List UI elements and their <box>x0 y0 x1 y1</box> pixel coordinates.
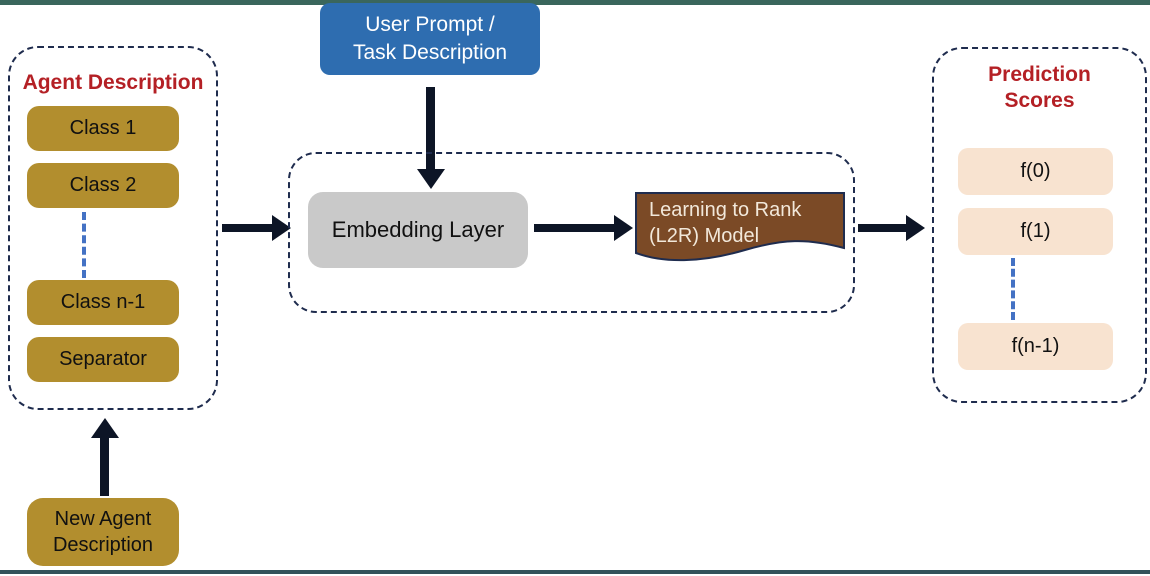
l2r-model-label: Learning to Rank (L2R) Model <box>635 197 845 249</box>
agent-description-title: Agent Description <box>22 71 204 94</box>
up-arrow-head <box>91 418 119 438</box>
score-fn-1-box: f(n-1) <box>958 323 1113 370</box>
l2r-model-line1: Learning to Rank <box>649 199 802 221</box>
right-ellipsis-connector <box>1011 258 1015 320</box>
prediction-scores-title: Prediction Scores <box>932 62 1147 115</box>
class-2-box: Class 2 <box>27 163 179 208</box>
score-f1-label: f(1) <box>1020 220 1051 242</box>
l2r-model-line2: (L2R) Model <box>649 225 760 247</box>
prediction-title-line2: Scores <box>1004 89 1075 113</box>
user-prompt-line1: User Prompt / <box>365 12 495 36</box>
left-ellipsis-connector <box>82 212 86 278</box>
new-agent-line1: New Agent <box>54 508 152 530</box>
user-prompt-line2: Task Description <box>352 41 508 64</box>
score-f1-box: f(1) <box>958 208 1113 255</box>
class-1-box: Class 1 <box>27 106 179 151</box>
score-f0-box: f(0) <box>958 148 1113 195</box>
class-2-label: Class 2 <box>69 174 137 196</box>
separator-box: Separator <box>27 337 179 382</box>
arrow-embedding-to-model-shaft <box>534 224 616 232</box>
user-prompt-box: User Prompt / Task Description <box>320 3 540 75</box>
bottom-border-bar <box>0 570 1150 574</box>
top-border-bar <box>0 0 1150 5</box>
l2r-model-shape-path <box>635 192 845 262</box>
separator-label: Separator <box>59 348 147 370</box>
score-f0-label: f(0) <box>1020 160 1051 182</box>
arrow-embedding-to-model-head <box>614 215 633 241</box>
prediction-title-line1: Prediction <box>988 63 1091 86</box>
class-1-label: Class 1 <box>69 117 137 139</box>
prediction-scores-container <box>932 47 1147 403</box>
l2r-model-document-shape <box>635 192 845 262</box>
score-fn-1-label: f(n-1) <box>1011 335 1060 357</box>
arrow-left-to-middle-shaft <box>222 224 274 232</box>
arrow-middle-to-right-head <box>906 215 925 241</box>
new-agent-description-box: New Agent Description <box>27 498 179 566</box>
up-arrow-shaft <box>100 436 109 496</box>
arrow-middle-to-right-shaft <box>858 224 908 232</box>
arrow-left-to-middle-head <box>272 215 291 241</box>
embedding-layer-label: Embedding Layer <box>331 217 505 242</box>
pipeline-container <box>288 152 855 313</box>
new-agent-line2: Description <box>52 534 154 556</box>
down-arrow-shaft <box>426 87 435 170</box>
class-n-1-box: Class n-1 <box>27 280 179 325</box>
class-n-1-label: Class n-1 <box>60 291 146 313</box>
agent-description-container <box>8 46 218 410</box>
down-arrow-head <box>417 169 445 189</box>
embedding-layer-box: Embedding Layer <box>308 192 528 268</box>
